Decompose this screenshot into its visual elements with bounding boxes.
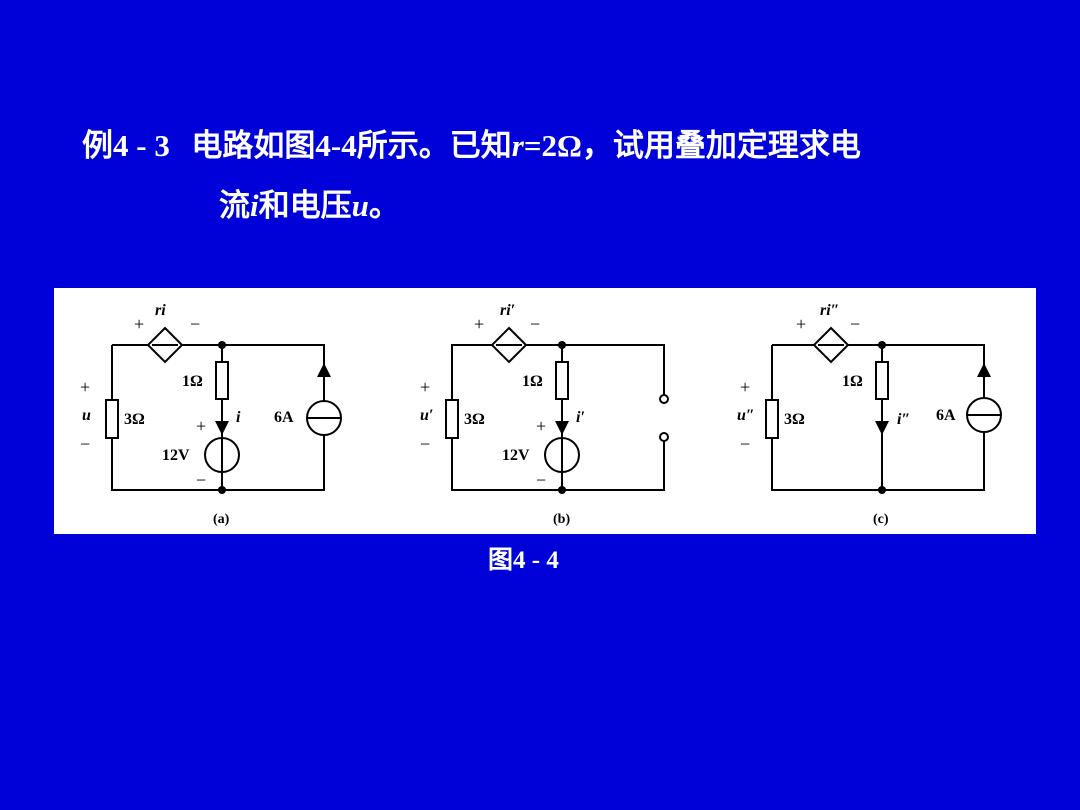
text-fragment: 所示。已知 — [356, 128, 512, 164]
text-fragment: 例 — [82, 128, 113, 164]
node — [558, 341, 566, 349]
dependent-source-label: ri″ — [820, 302, 840, 319]
wire-loop — [451, 344, 665, 491]
resistor-mid — [215, 361, 229, 400]
variable-r: r — [511, 128, 524, 163]
voltage-label: u″ — [737, 407, 755, 424]
node — [558, 486, 566, 494]
example-number: 4 - 3 — [113, 128, 170, 163]
node — [878, 341, 886, 349]
resistor-mid-label: 1Ω — [842, 373, 863, 390]
circuit-c — [765, 326, 1002, 494]
current-source-label: 6A — [274, 409, 294, 426]
resistor-left-label: 3Ω — [784, 411, 805, 428]
circuit-a — [105, 326, 342, 494]
plus-sign: + — [196, 416, 206, 436]
minus-sign: − — [420, 434, 430, 454]
current-label: i — [236, 409, 241, 426]
resistor-left — [105, 399, 119, 439]
figure-caption: 图4 - 4 — [488, 540, 559, 576]
minus-sign: − — [190, 314, 200, 334]
subfigure-label: (c) — [873, 512, 889, 527]
wire-loop — [111, 344, 325, 491]
voltage-source-label: 12V — [502, 447, 530, 464]
plus-sign: + — [474, 314, 484, 334]
figure-reference: 4-4 — [315, 128, 357, 163]
resistor-left — [765, 399, 779, 439]
circuit-a-labels: ri + − + u − 3Ω 1Ω i + 12V − 6A (a) — [80, 302, 294, 527]
problem-statement: 例4 - 3 电路如图4-4所示。已知r=2Ω，试用叠加定理求电 流i和电压u。 — [82, 116, 861, 236]
minus-sign: − — [740, 434, 750, 454]
voltage-label: u — [82, 407, 91, 424]
problem-line-2: 流i和电压u。 — [82, 176, 861, 236]
caption-text: 图 — [488, 545, 514, 574]
voltage-label: u′ — [420, 407, 433, 424]
minus-sign: − — [80, 434, 90, 454]
node — [218, 486, 226, 494]
caption-number: 4 - 4 — [513, 547, 559, 574]
current-label: i′ — [576, 409, 585, 426]
dependent-source-label: ri′ — [500, 302, 515, 319]
resistor-left-label: 3Ω — [124, 411, 145, 428]
subfigure-label: (b) — [553, 512, 570, 527]
wire-loop — [771, 344, 985, 491]
plus-sign: + — [740, 377, 750, 397]
resistor-mid — [555, 361, 569, 400]
resistance-value: =2Ω — [523, 128, 582, 163]
plus-sign: + — [420, 377, 430, 397]
resistor-mid — [875, 361, 889, 400]
circuit-b-labels: ri′ + − + u′ − 3Ω 1Ω i′ + 12V − (b) — [420, 302, 585, 527]
open-terminal — [659, 394, 669, 404]
minus-sign: − — [530, 314, 540, 334]
circuit-diagram: ri + − + u − 3Ω 1Ω i + 12V − 6A (a) — [80, 302, 1002, 527]
variable-u: u — [351, 188, 369, 223]
text-fragment: 流 — [219, 188, 250, 224]
subfigure-label: (a) — [213, 512, 230, 527]
node — [218, 341, 226, 349]
open-terminal — [659, 432, 669, 442]
minus-sign: − — [536, 470, 546, 490]
minus-sign: − — [196, 470, 206, 490]
current-source-label: 6A — [936, 407, 956, 424]
text-fragment: 。 — [368, 188, 400, 224]
circuit-b — [445, 326, 669, 494]
circuit-c-labels: ri″ + − + u″ − 3Ω 1Ω i″ 6A (c) — [737, 302, 956, 527]
variable-i: i — [250, 188, 259, 223]
node — [878, 486, 886, 494]
text-fragment: ，试用叠加定理求电 — [581, 128, 861, 164]
problem-line-1: 例4 - 3 电路如图4-4所示。已知r=2Ω，试用叠加定理求电 — [82, 116, 861, 176]
voltage-source-label: 12V — [162, 447, 190, 464]
current-label: i″ — [897, 411, 910, 428]
resistor-mid-label: 1Ω — [522, 373, 543, 390]
text-fragment: 和电压 — [258, 188, 352, 224]
text-fragment: 电路如图 — [191, 128, 316, 164]
plus-sign: + — [134, 314, 144, 334]
resistor-mid-label: 1Ω — [182, 373, 203, 390]
resistor-left — [445, 399, 459, 439]
plus-sign: + — [796, 314, 806, 334]
plus-sign: + — [536, 416, 546, 436]
plus-sign: + — [80, 377, 90, 397]
circuit-figure: ri + − + u − 3Ω 1Ω i + 12V − 6A (a) — [54, 288, 1036, 534]
resistor-left-label: 3Ω — [464, 411, 485, 428]
dependent-source-label: ri — [155, 302, 166, 319]
minus-sign: − — [850, 314, 860, 334]
